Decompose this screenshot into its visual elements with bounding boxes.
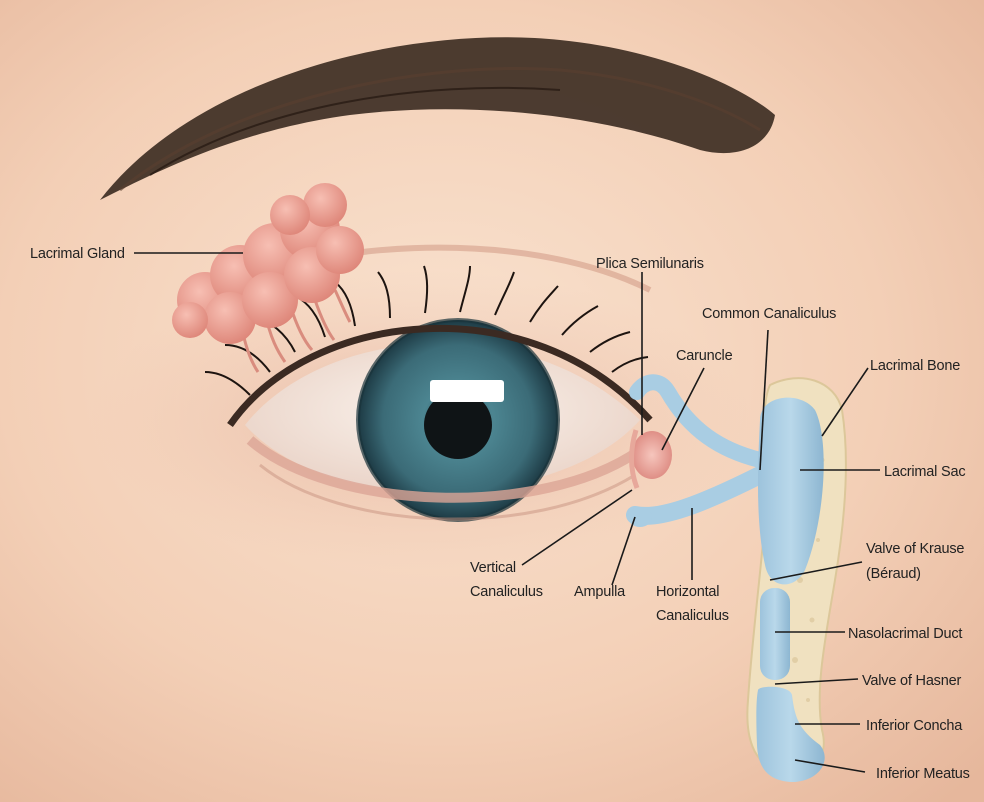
lacrimal-gland	[172, 183, 364, 373]
lacrimal-drainage-system	[626, 374, 825, 782]
labels: Lacrimal Gland Plica Semilunaris Common …	[30, 246, 970, 782]
label-valve-of-krause-beraud: (Béraud)	[866, 566, 921, 582]
leader-lines	[134, 252, 880, 773]
lower-lid-margin	[246, 436, 643, 503]
label-lacrimal-bone: Lacrimal Bone	[870, 358, 960, 374]
label-lacrimal-gland: Lacrimal Gland	[30, 246, 125, 262]
corneal-highlight	[430, 380, 504, 402]
label-inferior-meatus: Inferior Meatus	[876, 766, 970, 782]
label-inferior-concha: Inferior Concha	[866, 718, 963, 734]
label-horizontal-canaliculus-line2: Canaliculus	[656, 608, 729, 624]
upper-lid-margin	[227, 324, 653, 428]
label-caruncle: Caruncle	[676, 348, 733, 364]
label-vertical-canaliculus-line1: Vertical	[470, 560, 516, 576]
eyebrow	[100, 37, 775, 200]
caruncle	[632, 431, 672, 479]
label-ampulla: Ampulla	[574, 584, 626, 600]
label-vertical-canaliculus-line2: Canaliculus	[470, 584, 543, 600]
label-plica-semilunaris: Plica Semilunaris	[596, 256, 704, 272]
label-lacrimal-sac: Lacrimal Sac	[884, 464, 965, 480]
plica-semilunaris	[629, 429, 640, 489]
label-valve-of-hasner: Valve of Hasner	[862, 673, 961, 689]
label-nasolacrimal-duct: Nasolacrimal Duct	[848, 626, 962, 642]
label-valve-of-krause: Valve of Krause	[866, 541, 964, 557]
label-common-canaliculus: Common Canaliculus	[702, 306, 836, 322]
pupil	[424, 391, 492, 459]
label-horizontal-canaliculus-line1: Horizontal	[656, 584, 719, 600]
